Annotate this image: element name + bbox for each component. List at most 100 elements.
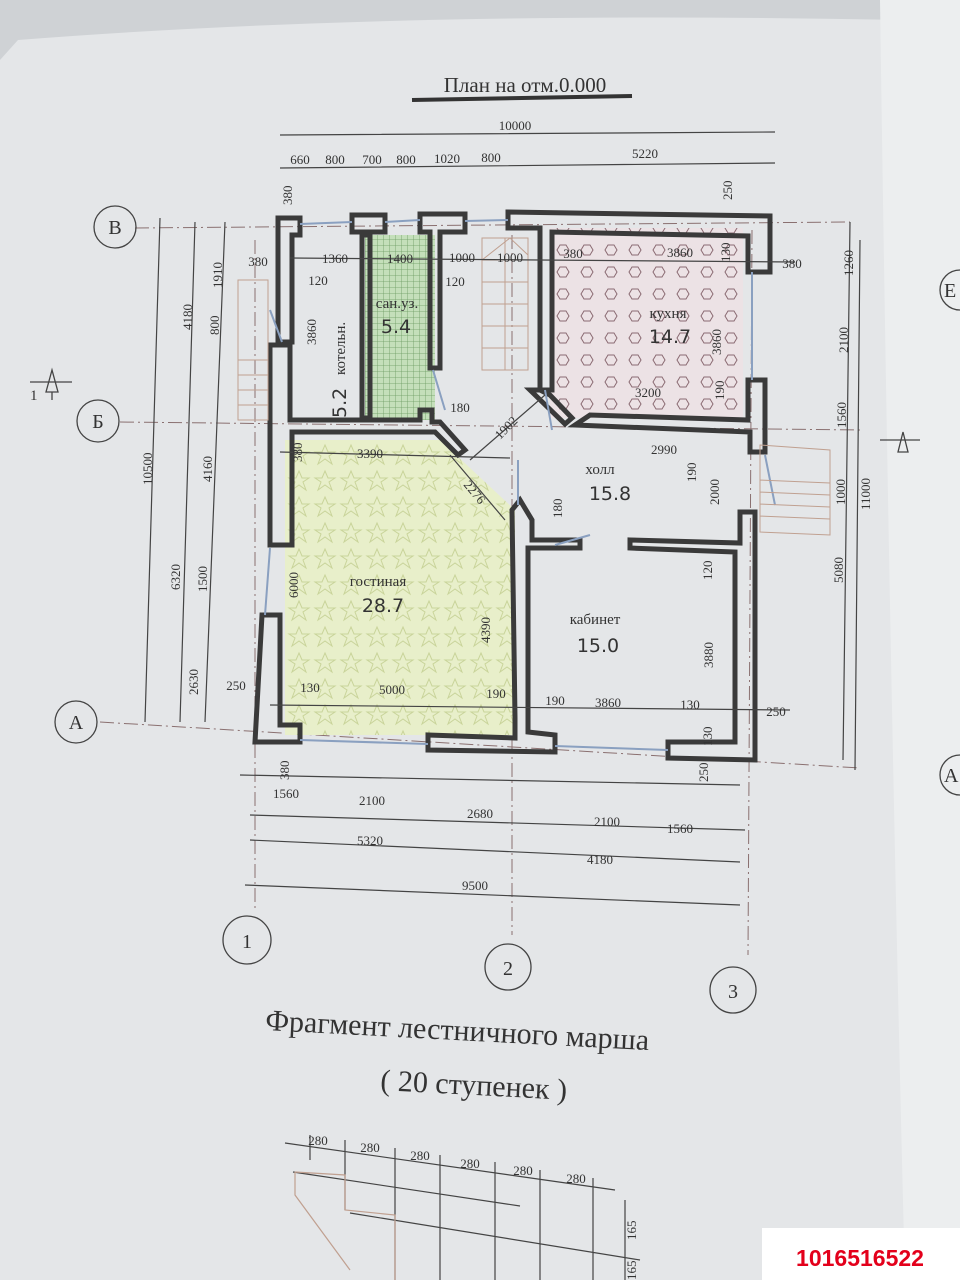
dim: 190	[684, 463, 699, 483]
dim: 1260	[841, 250, 856, 276]
bottom-dimensions: 380 1560 2100 2680 2100 1560 5320 4180 9…	[273, 761, 693, 894]
dim: 800	[207, 316, 222, 336]
room-living-name: гостиная	[350, 574, 407, 590]
room-kitchen-name: кухня	[649, 306, 686, 322]
dim: 3200	[635, 385, 661, 400]
stair-tread: 280	[460, 1156, 480, 1171]
dim: 130	[700, 727, 715, 747]
dim: 190	[712, 381, 727, 401]
stair-tread: 280	[360, 1140, 380, 1155]
stair-fragment-drawing	[284, 1135, 641, 1280]
dim: 3860	[667, 245, 693, 260]
dim-top-chain: 660	[290, 152, 310, 167]
dim: 1400	[387, 251, 413, 266]
dim: 6320	[168, 564, 183, 590]
dim-top-chain: 700	[362, 152, 382, 167]
room-hall-name: холл	[585, 462, 615, 478]
room-living-area: 28.7	[362, 595, 404, 617]
room-bathroom-name: сан.уз.	[376, 296, 418, 312]
dim: 3880	[701, 642, 716, 668]
dim: 2100	[594, 814, 620, 829]
dim: 190	[545, 693, 565, 708]
dim: 130	[300, 680, 320, 695]
dim: 3860	[304, 319, 319, 345]
listing-id: 1016516522	[796, 1245, 924, 1271]
dim: 380	[290, 443, 305, 463]
outer-stair-right	[759, 444, 831, 536]
left-dimensions: 1910 4180 800 10500 4160 6320 1500 2630 …	[140, 262, 493, 695]
dim: 1000	[497, 250, 523, 265]
dim: 4180	[587, 852, 613, 867]
axis-label-e-right: Е	[944, 280, 956, 302]
dim: 9500	[462, 878, 488, 893]
dim-top-chain: 800	[396, 152, 416, 167]
dim: 380	[563, 246, 583, 261]
dimension-lines	[144, 131, 861, 906]
right-dimensions: 1260 2100 1560 1000 11000 5080 120 3880 …	[696, 250, 873, 782]
dim: 4390	[478, 617, 493, 643]
dim: 250	[226, 678, 246, 693]
plan-title: План на отм.0.000	[444, 73, 606, 97]
dim: 1360	[322, 251, 348, 266]
inner-row-dimensions: 380 1360 1400 1000 1000 380 3860 380 120…	[248, 243, 802, 290]
walls	[252, 209, 773, 763]
dim-top-right: 5220	[632, 146, 658, 161]
dim: 2100	[836, 327, 851, 353]
dim: 2630	[186, 669, 201, 695]
axis-label-v: В	[108, 217, 121, 239]
dim: 130	[680, 697, 700, 712]
dim: 11000	[858, 478, 873, 510]
outer-stair-left	[237, 279, 269, 421]
dim: 2990	[651, 442, 677, 457]
stair-tread: 280	[308, 1133, 328, 1148]
axis-label-b: Б	[92, 411, 103, 433]
dim: 180	[450, 400, 470, 415]
dim: 130	[718, 243, 733, 263]
dim: 380	[782, 256, 802, 271]
stair-tread: 280	[566, 1171, 586, 1186]
stair-tread: 280	[513, 1163, 533, 1178]
dim: 180	[550, 499, 565, 519]
dim: 250	[766, 704, 786, 719]
top-dimensions: 10000 5220 660 800 700 800 1020 800 380 …	[280, 118, 735, 205]
dim: 1000	[449, 250, 475, 265]
axis-label-a-right: А	[944, 765, 959, 787]
dim: 6000	[286, 572, 301, 598]
dim-top-chain: 1020	[434, 151, 460, 166]
dim: 5000	[379, 682, 405, 697]
dim: 2000	[707, 479, 722, 505]
dim: 190	[486, 686, 506, 701]
dim-top-250: 250	[720, 181, 735, 201]
dim: 4160	[200, 456, 215, 482]
next-page-edge	[880, 0, 960, 1280]
dim: 2680	[467, 806, 493, 821]
dim: 5320	[357, 833, 383, 848]
dim: 3860	[709, 329, 724, 355]
dim: 120	[700, 561, 715, 581]
dim: 120	[445, 274, 465, 289]
dim: 10500	[140, 453, 155, 486]
room-boiler-name: котельн.	[333, 322, 349, 375]
dim: 380	[248, 254, 268, 269]
dim: 120	[308, 273, 328, 288]
stair-riser: 165	[624, 1261, 639, 1280]
room-study-area: 15.0	[577, 635, 619, 657]
room-boiler-area: 5.2	[329, 388, 351, 418]
dim: 1560	[667, 821, 693, 836]
dim-top-chain: 800	[481, 150, 501, 165]
dim-top-chain: 800	[325, 152, 345, 167]
axis-label-2: 2	[503, 958, 513, 980]
room-kitchen-area: 14.7	[649, 326, 691, 348]
room-labels: котельн. 5.2 сан.уз. 5.4 кухня 14.7 холл…	[329, 296, 691, 657]
section-mark-label: 1	[30, 388, 38, 404]
dim: 3390	[357, 446, 383, 461]
dim: 1500	[195, 566, 210, 592]
listing-id-box	[762, 1228, 960, 1280]
stair-tread: 280	[410, 1148, 430, 1163]
dim: 2100	[359, 793, 385, 808]
axis-markers	[30, 205, 960, 1014]
kitchen-floor	[550, 228, 743, 418]
dim: 4180	[180, 304, 195, 330]
dim: 1560	[834, 402, 849, 428]
